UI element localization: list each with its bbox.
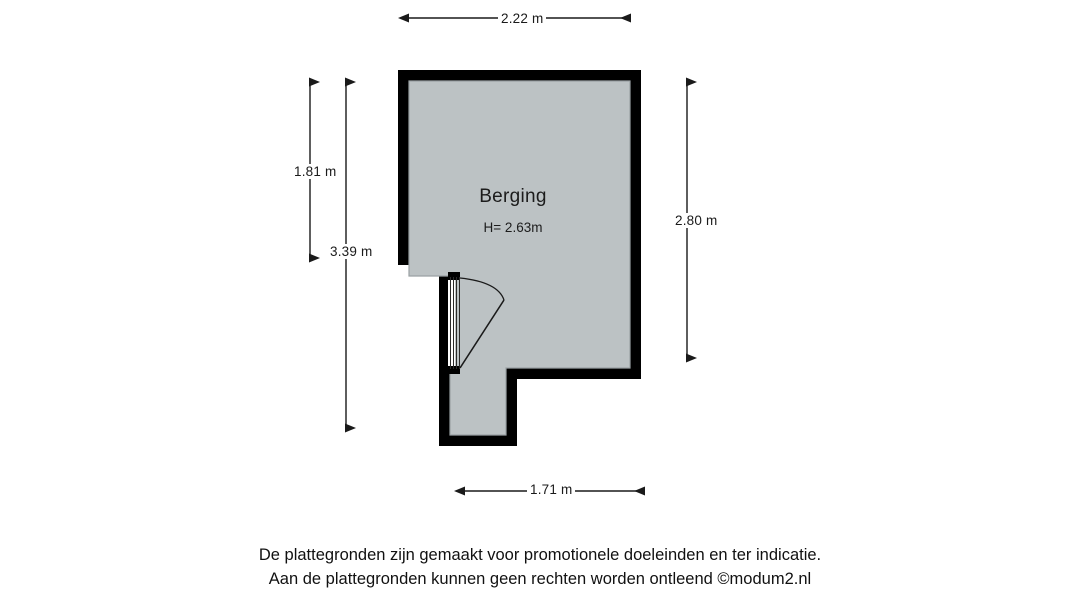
room-floor-area: [408, 80, 631, 436]
dimension-label-right: 2.80 m: [672, 213, 721, 228]
dimension-label-left-outer: 3.39 m: [327, 244, 376, 259]
door-swing-arc: [459, 277, 505, 369]
room-name-text: Berging: [479, 186, 547, 207]
door-opening: [448, 272, 460, 374]
disclaimer-footer: De plattegronden zijn gemaakt voor promo…: [0, 543, 1080, 591]
room-name-label: Berging: [0, 186, 1080, 208]
dimension-label-left-inner: 1.81 m: [291, 164, 340, 179]
disclaimer-line-1: De plattegronden zijn gemaakt voor promo…: [258, 546, 822, 564]
room-height-label: H= 2.63m: [0, 220, 1080, 235]
room-height-text: H= 2.63m: [483, 220, 543, 235]
dimension-label-bottom: 1.71 m: [527, 482, 576, 497]
dimension-label-top: 2.22 m: [498, 11, 547, 26]
disclaimer-line-2: Aan de plattegronden kunnen geen rechten…: [268, 570, 812, 588]
